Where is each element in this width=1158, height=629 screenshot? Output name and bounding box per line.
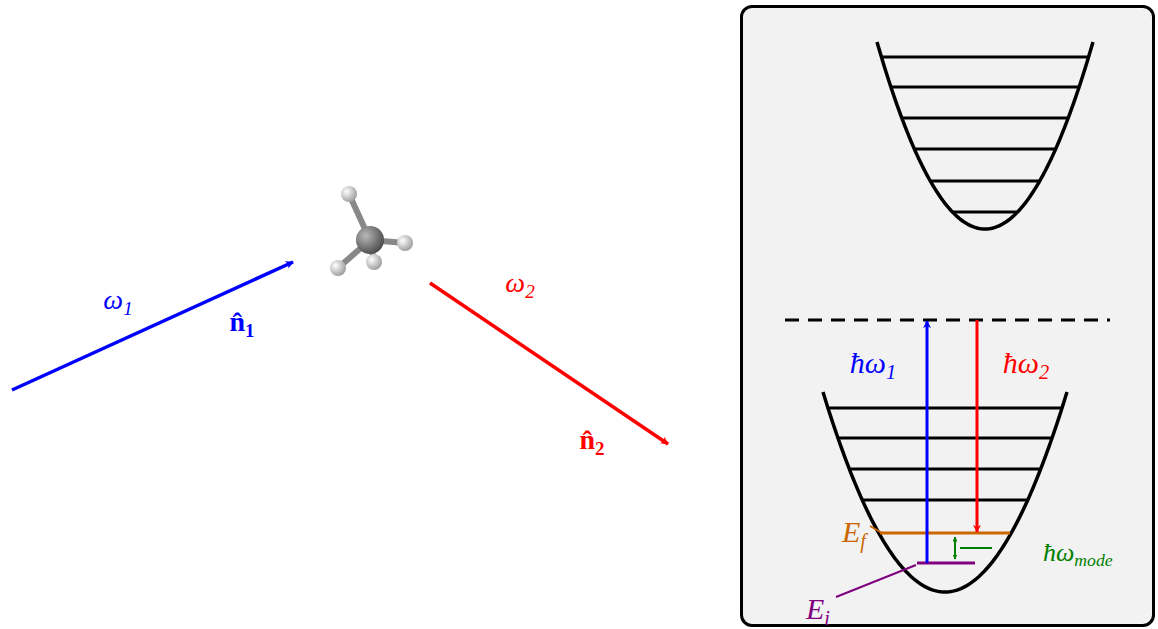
energy-label: ħω2	[1003, 348, 1049, 378]
leader-line	[836, 565, 916, 597]
direction-label: n̂1	[229, 308, 254, 336]
energy-label: Ei	[806, 594, 830, 624]
methane-molecule	[330, 186, 413, 276]
final-level	[880, 532, 1010, 535]
panel-ground	[742, 7, 1153, 625]
scattered-beam	[430, 283, 668, 444]
direction-label: n̂2	[579, 426, 604, 454]
incident-beam	[12, 262, 293, 390]
potential-wells	[823, 42, 1093, 592]
frequency-label: ω1	[103, 286, 132, 314]
energy-label: ħωmode	[1043, 540, 1113, 566]
mode-gap-arrow	[954, 537, 956, 559]
frequency-label: ω2	[505, 269, 534, 297]
absorption-arrow	[926, 321, 929, 563]
emission-arrow	[976, 320, 979, 532]
leader-line	[870, 526, 882, 533]
energy-panel: ħω1 ħω2EfEi ħωmode	[740, 5, 1155, 627]
leader-line	[960, 547, 992, 549]
energy-label: ħω1	[850, 348, 896, 378]
energy-label: Ef	[842, 517, 866, 547]
virtual-level	[785, 319, 1110, 322]
